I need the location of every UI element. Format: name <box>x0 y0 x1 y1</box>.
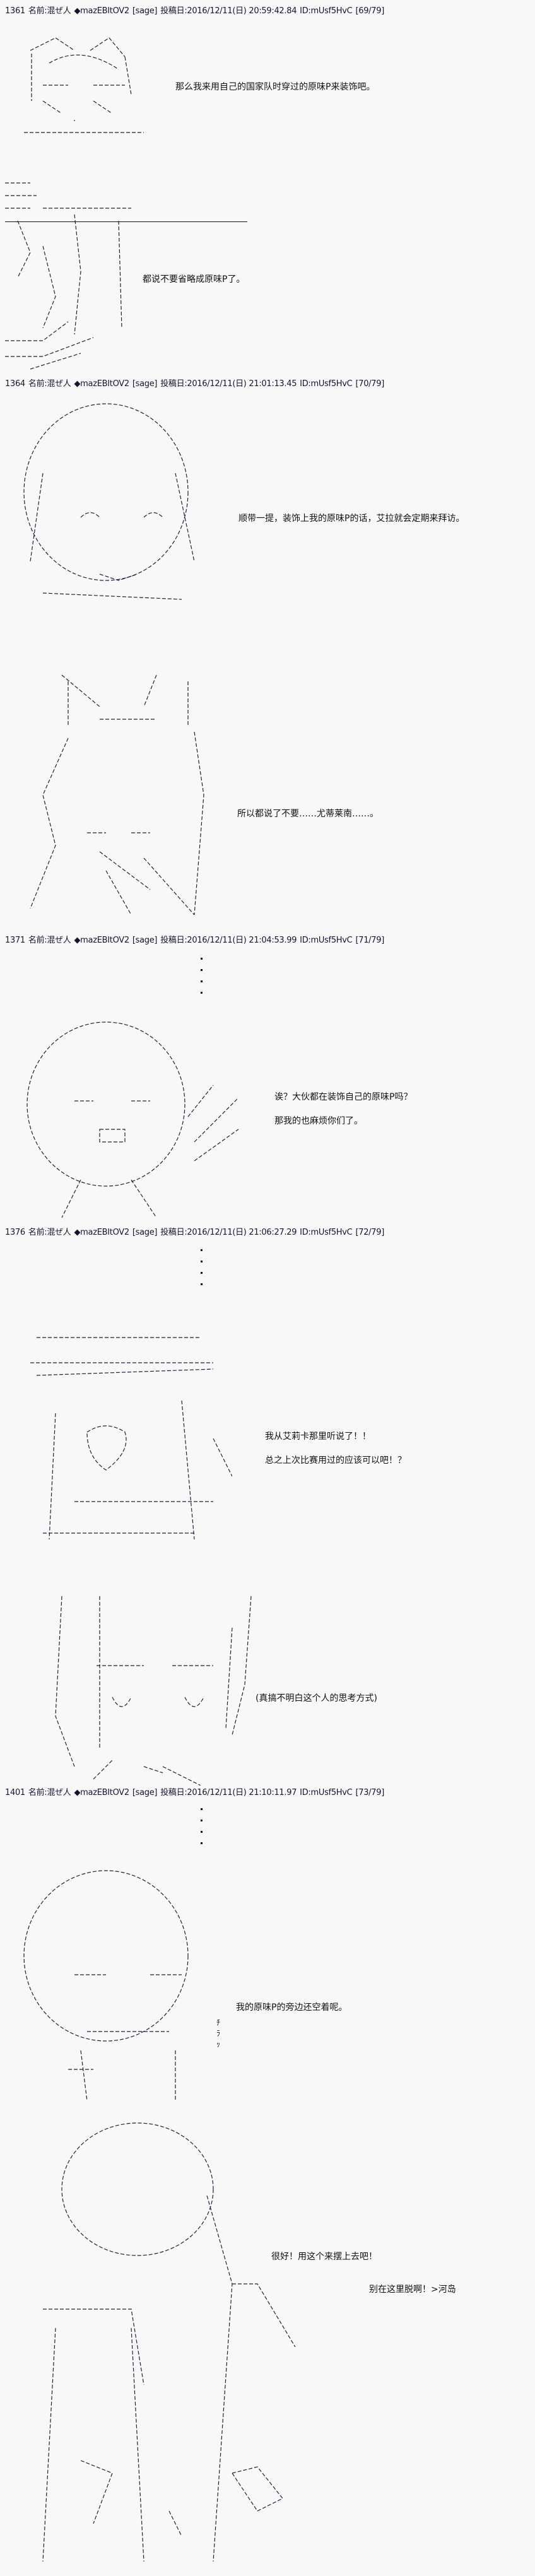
dialogue-line: 我的原味P的旁边还空着呢。 <box>236 2003 348 2013</box>
post-count: [72/79] <box>355 1228 384 1237</box>
ascii-art-figure-long-hair-girl <box>5 1590 257 1785</box>
ascii-art-figure-girl-smiling <box>5 397 220 612</box>
dialogue-line: 都说不要省略成原味P了。 <box>143 274 245 285</box>
poster-name: 名前:混ぜ人 <box>28 1228 71 1237</box>
separator-dot <box>201 1272 203 1274</box>
post-date: 投稿日:2016/12/11(日) 21:10:11.97 <box>160 1788 297 1797</box>
ascii-art-figure-hat-girl <box>5 1325 232 1552</box>
post-number[interactable]: 1371 <box>5 936 25 945</box>
separator-dot <box>201 969 203 971</box>
dialogue-line: 顺带一提，装饰上我的原味P的话，艾拉就会定期来拜访。 <box>238 514 465 524</box>
post-count: [71/79] <box>355 936 384 945</box>
dialogue-line: 别在这里脱啊！>河岛 <box>369 2285 456 2295</box>
dialogue-line: 很好！用这个来摆上去吧！ <box>271 2252 377 2262</box>
poster-trip: ◆mazEBItOV2 <box>74 1788 129 1797</box>
post-count: [70/79] <box>355 379 384 389</box>
separator-dot <box>201 992 203 994</box>
post-mail: [sage] <box>132 1788 158 1797</box>
separator-dot <box>201 980 203 982</box>
separator-dot <box>201 1842 203 1844</box>
dialogue-line: 诶？大伙都在装饰自己的原味P吗？ <box>274 1092 413 1102</box>
poster-name: 名前:混ぜ人 <box>28 936 71 945</box>
post-date: 投稿日:2016/12/11(日) 20:59:42.84 <box>160 6 297 16</box>
dialogue-line: 我从艾莉卡那里听说了！！ <box>265 1432 371 1442</box>
post-number[interactable]: 1361 <box>5 6 25 16</box>
post-date: 投稿日:2016/12/11(日) 21:06:27.29 <box>160 1228 297 1237</box>
post-date: 投稿日:2016/12/11(日) 21:04:53.99 <box>160 936 297 945</box>
poster-id[interactable]: ID:mUsf5HvC <box>300 1788 353 1797</box>
post-number[interactable]: 1364 <box>5 379 25 389</box>
separator-dot <box>201 1261 203 1262</box>
post-mail: [sage] <box>132 379 158 389</box>
ascii-art-figure-pigtails-girl <box>5 669 213 927</box>
post-date: 投稿日:2016/12/11(日) 21:01:13.45 <box>160 379 297 389</box>
poster-id[interactable]: ID:mUsf5HvC <box>300 1228 353 1237</box>
art-sfx-label: ﾁﾗｯ <box>216 2018 221 2049</box>
ascii-art-figure-glancing-girl: ﾁﾗｯ <box>5 1867 220 2107</box>
poster-name: 名前:混ぜ人 <box>28 379 71 389</box>
ascii-art-figure-two-girls-taking-off <box>5 2120 308 2568</box>
poster-trip: ◆mazEBItOV2 <box>74 6 129 16</box>
separator-dot <box>201 1831 203 1833</box>
post-number[interactable]: 1376 <box>5 1228 25 1237</box>
poster-trip: ◆mazEBItOV2 <box>74 1228 129 1237</box>
separator-dot <box>201 1249 203 1251</box>
dialogue-line: (真搞不明白这个人的思考方式) <box>256 1693 377 1703</box>
ascii-art-figure-side-face <box>5 170 131 372</box>
poster-trip: ◆mazEBItOV2 <box>74 936 129 945</box>
ascii-art-figure-waving-girl <box>5 1016 245 1224</box>
post-count: [69/79] <box>355 6 384 16</box>
post-mail: [sage] <box>132 6 158 16</box>
dialogue-line: 那么我来用自己的国家队时穿过的原味P来装饰吧。 <box>175 82 375 92</box>
divider-line <box>5 221 247 222</box>
poster-id[interactable]: ID:mUsf5HvC <box>300 379 353 389</box>
post-mail: [sage] <box>132 936 158 945</box>
poster-name: 名前:混ぜ人 <box>28 1788 71 1797</box>
post-mail: [sage] <box>132 1228 158 1237</box>
post-number[interactable]: 1401 <box>5 1788 25 1797</box>
post-count: [73/79] <box>355 1788 384 1797</box>
dialogue-line: 所以都说了不要……尤蒂莱南……。 <box>237 809 379 819</box>
separator-dot <box>201 1820 203 1821</box>
ascii-art-figure-twin-tails <box>5 25 156 139</box>
poster-trip: ◆mazEBItOV2 <box>74 379 129 389</box>
separator-dot <box>201 1283 203 1285</box>
poster-id[interactable]: ID:mUsf5HvC <box>300 6 353 16</box>
poster-id[interactable]: ID:mUsf5HvC <box>300 936 353 945</box>
separator-dot <box>201 958 203 960</box>
separator-dot <box>201 1808 203 1810</box>
dialogue-line: 那我的也麻烦你们了。 <box>274 1116 363 1126</box>
poster-name: 名前:混ぜ人 <box>28 6 71 16</box>
dialogue-line: 总之上次比赛用过的应该可以吧！？ <box>265 1456 406 1466</box>
